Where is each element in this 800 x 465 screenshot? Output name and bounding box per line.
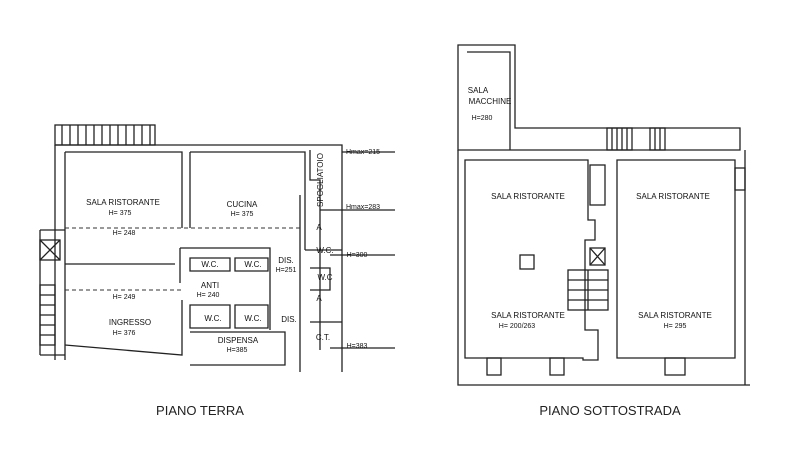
- room-height: H=280: [472, 115, 493, 122]
- room-height: H= 249: [113, 294, 136, 301]
- piano-sottostrada-plan: [457, 44, 750, 386]
- room-label: W.C: [317, 273, 332, 282]
- room-height: H= 248: [113, 230, 136, 237]
- elevator-basement: [589, 247, 606, 266]
- height-note: H=300: [347, 252, 368, 259]
- room-label: SALA RISTORANTE: [491, 311, 565, 320]
- room-label: SALA RISTORANTE: [636, 192, 710, 201]
- room-height: H= 295: [664, 323, 687, 330]
- room-label: C.T.: [316, 333, 330, 342]
- staircase-basement: [567, 269, 609, 311]
- room-label: A: [316, 223, 322, 232]
- room-label: W.C.: [244, 314, 261, 323]
- room-height: H= 376: [113, 330, 136, 337]
- room-height: H= 375: [231, 211, 254, 218]
- plan-title-piano-sottostrada: PIANO SOTTOSTRADA: [539, 403, 681, 418]
- pillar: [519, 254, 535, 270]
- height-note: Hmax=215: [346, 149, 380, 156]
- stairs-top: [606, 127, 666, 151]
- height-note: H=383: [347, 343, 368, 350]
- room-height: H= 200/263: [499, 323, 535, 330]
- room-label: W.C.: [204, 314, 221, 323]
- room-label: SALA RISTORANTE: [638, 311, 712, 320]
- room-label: INGRESSO: [109, 318, 151, 327]
- room-label: SALA RISTORANTE: [86, 198, 160, 207]
- room-label: MACCHINE: [469, 97, 512, 106]
- room-label: A: [316, 294, 322, 303]
- room-label: CUCINA: [227, 200, 258, 209]
- staircase: [39, 284, 56, 346]
- room-label: SPOGLIATOIO: [316, 153, 325, 207]
- piano-terra-plan: [39, 124, 395, 372]
- room-label: W.C.: [201, 260, 218, 269]
- room-height: H= 375: [109, 210, 132, 217]
- elevator-shaft: [39, 239, 61, 261]
- plan-title-piano-terra: PIANO TERRA: [156, 403, 244, 418]
- room-height: H=385: [227, 347, 248, 354]
- room-height: H=251: [276, 267, 297, 274]
- room-label: DIS.: [281, 315, 297, 324]
- room-label: W.C.: [316, 246, 333, 255]
- room-label: SALA: [468, 86, 489, 95]
- room-label: DIS.: [278, 256, 294, 265]
- height-note: Hmax=283: [346, 204, 380, 211]
- room-label: DISPENSA: [218, 336, 259, 345]
- terrace-railing: [54, 124, 156, 146]
- room-label: ANTI: [201, 281, 219, 290]
- room-label: SALA RISTORANTE: [491, 192, 565, 201]
- room-height: H= 240: [197, 292, 220, 299]
- room-label: W.C.: [244, 260, 261, 269]
